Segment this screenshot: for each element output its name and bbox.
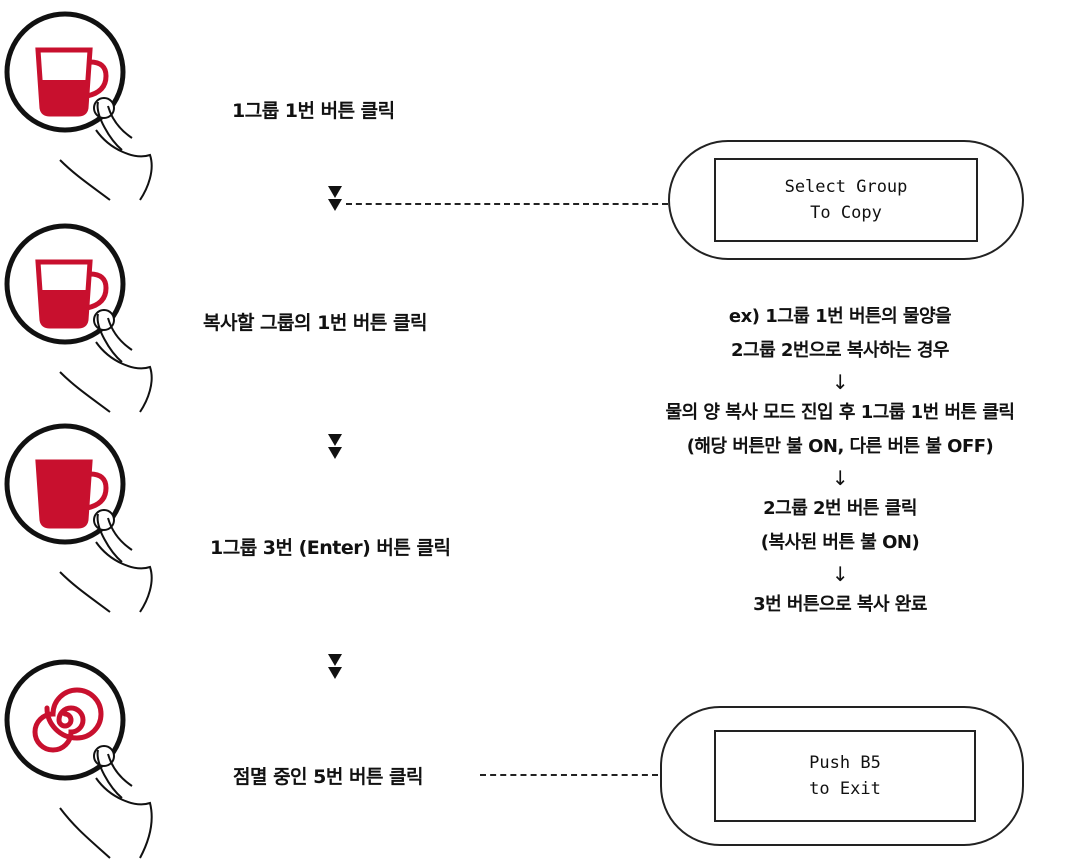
down-arrow-icon: ↓ — [831, 562, 849, 586]
lcd-display-top: Select Group To Copy — [668, 140, 1024, 260]
step3-label: 1그룹 3번 (Enter) 버튼 클릭 — [210, 537, 451, 559]
down-arrow-icon: ↓ — [831, 466, 849, 490]
lcd-screen-top: Select Group To Copy — [714, 158, 978, 242]
lcd-bottom-line2: to Exit — [809, 779, 881, 799]
lcd-display-bottom: Push B5 to Exit — [660, 706, 1024, 846]
step1-label: 1그룹 1번 버튼 클릭 — [232, 100, 395, 122]
example-line-2: 2그룹 2번으로 복사하는 경우 — [730, 340, 950, 361]
step1-cup-button-icon — [0, 10, 160, 201]
example-line-5: 2그룹 2번 버튼 클릭 — [763, 498, 917, 519]
down-arrow-icon: ↓ — [831, 370, 849, 394]
example-instructions: ex) 1그룹 1번 버튼의 물양을 2그룹 2번으로 복사하는 경우 ↓ 물의… — [600, 300, 1080, 622]
step3-cup-button-icon — [0, 422, 160, 613]
flow-arrow-1 — [328, 186, 348, 212]
example-line-6: (복사된 버튼 불 ON) — [760, 532, 920, 553]
step4-label: 점멸 중인 5번 버튼 클릭 — [233, 766, 424, 788]
lcd-bottom-line1: Push B5 — [809, 753, 881, 773]
lcd-top-line1: Select Group — [784, 177, 908, 197]
connector-dash-1 — [346, 203, 668, 205]
step4-spiral-button-icon — [0, 658, 160, 859]
example-line-3: 물의 양 복사 모드 진입 후 1그룹 1번 버튼 클릭 — [665, 402, 1015, 423]
example-line-4: (해당 버튼만 불 ON, 다른 버튼 불 OFF) — [686, 436, 994, 457]
flow-arrow-3 — [328, 654, 348, 680]
lcd-top-line2: To Copy — [810, 203, 882, 223]
connector-dash-2 — [480, 774, 658, 776]
example-line-7: 3번 버튼으로 복사 완료 — [753, 594, 927, 615]
step2-label: 복사할 그룹의 1번 버튼 클릭 — [203, 312, 427, 334]
flow-arrow-2 — [328, 434, 348, 460]
step2-cup-button-icon — [0, 222, 160, 413]
lcd-screen-bottom: Push B5 to Exit — [714, 730, 976, 822]
example-line-1: ex) 1그룹 1번 버튼의 물양을 — [728, 306, 952, 327]
